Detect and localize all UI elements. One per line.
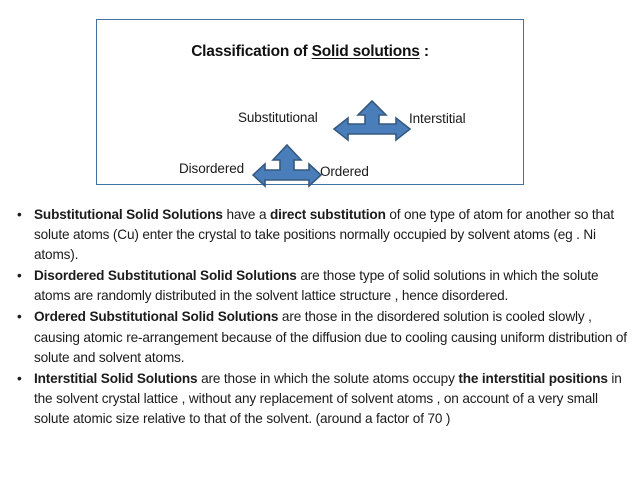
bullet-item-ordered-substitutional-solid-solutions: •Ordered Substitutional Solid Solutions … bbox=[12, 307, 628, 367]
bullet-marker-icon: • bbox=[17, 309, 22, 325]
bullet-text-run: are those in which the solute atoms occu… bbox=[197, 370, 459, 386]
classification-diagram-box: Classification of Solid solutions : Subs… bbox=[96, 19, 524, 188]
bullet-text-run: of one type of atom for another so that … bbox=[34, 207, 614, 263]
bullet-text-run: direct substitution bbox=[270, 207, 386, 222]
diagram-title: Classification of Solid solutions : bbox=[97, 43, 523, 61]
bullet-text-run: Ordered Substitutional Solid Solutions bbox=[34, 309, 279, 325]
bullet-item-substitutional-solid-solutions: • Substitutional Solid Solutions have a d… bbox=[12, 205, 628, 265]
diagram-title-underlined: Solid solutions bbox=[311, 43, 420, 60]
bullet-text-run: the interstitial positions bbox=[458, 370, 608, 386]
bullet-item-disordered-substitutional-solid-solutions: • Disordered Substitutional Solid Solutio… bbox=[12, 266, 628, 306]
arrow-substitutional-interstitial-icon bbox=[333, 100, 411, 142]
diagram-label-interstitial: Interstitial bbox=[409, 111, 466, 126]
diagram-title-suffix: : bbox=[419, 43, 429, 60]
arrow-disordered-ordered-icon bbox=[252, 144, 322, 188]
bullet-text-run: Substitutional Solid Solutions bbox=[34, 207, 223, 222]
diagram-title-prefix: Classification of bbox=[191, 43, 312, 60]
bullet-marker-icon: • bbox=[17, 370, 22, 386]
diagram-label-disordered: Disordered bbox=[179, 161, 245, 176]
bullet-text-run: Interstitial Solid Solutions bbox=[34, 370, 198, 386]
diagram-label-substitutional: Substitutional bbox=[238, 110, 318, 125]
bullet-text-run: have a bbox=[222, 207, 270, 222]
bullet-item-interstitial-solid-solutions: • Interstitial Solid Solutions are those … bbox=[12, 369, 628, 429]
bullet-text-run: in the solvent crystal lattice , without… bbox=[34, 370, 622, 426]
diagram-label-ordered: Ordered bbox=[320, 164, 369, 179]
bullet-marker-icon: • bbox=[17, 268, 22, 284]
bullet-text-run: Disordered Substitutional Solid Solution… bbox=[34, 268, 297, 284]
definitions-bullet-list: • Substitutional Solid Solutions have a d… bbox=[12, 205, 628, 430]
bullet-text-run: are those type of solid solutions in whi… bbox=[34, 268, 599, 304]
bullet-text-run: are those in the disordered solution is … bbox=[34, 309, 627, 365]
bullet-marker-icon: • bbox=[17, 207, 22, 222]
